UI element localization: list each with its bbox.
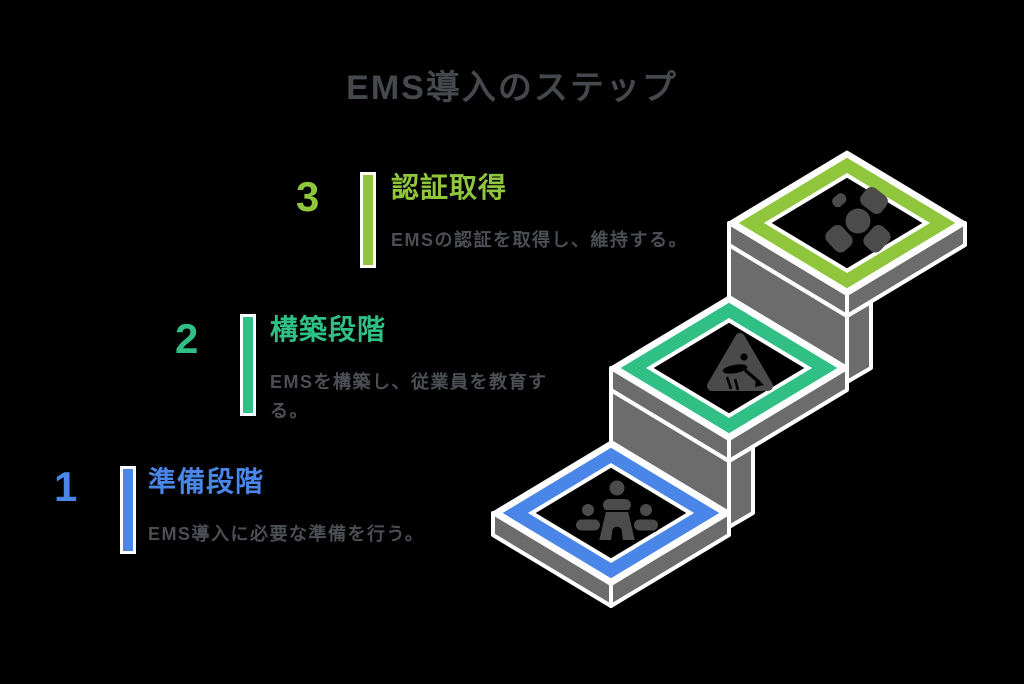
step-content: 構築段階 EMSを構築し、従業員を教育する。 bbox=[270, 312, 570, 426]
step-heading: 準備段階 bbox=[148, 466, 265, 497]
step-3-platform bbox=[727, 150, 967, 384]
step-content: 認証取得 EMSの認証を取得し、維持する。 bbox=[391, 170, 711, 255]
step-description: EMS導入に必要な準備を行う。 bbox=[148, 524, 425, 544]
construction-sign-icon bbox=[707, 333, 773, 391]
step-number: 1 bbox=[54, 463, 78, 510]
step-accent-bar bbox=[360, 172, 376, 268]
step-number: 2 bbox=[175, 315, 199, 362]
step-accent-bar bbox=[240, 314, 256, 416]
step-accent-bar bbox=[120, 466, 136, 554]
step-heading: 認証取得 bbox=[391, 172, 508, 203]
people-meeting-icon bbox=[574, 478, 660, 542]
fan-icon bbox=[825, 187, 891, 253]
step-content: 準備段階 EMS導入に必要な準備を行う。 bbox=[148, 464, 478, 549]
page-title: EMS導入のステップ bbox=[346, 69, 678, 107]
step-1-platform bbox=[491, 440, 731, 608]
step-description: EMSを構築し、従業員を教育する。 bbox=[270, 372, 548, 421]
step-number: 3 bbox=[296, 173, 320, 220]
step-heading: 構築段階 bbox=[270, 314, 387, 345]
step-2-platform bbox=[609, 295, 849, 529]
step-description: EMSの認証を取得し、維持する。 bbox=[391, 230, 689, 250]
